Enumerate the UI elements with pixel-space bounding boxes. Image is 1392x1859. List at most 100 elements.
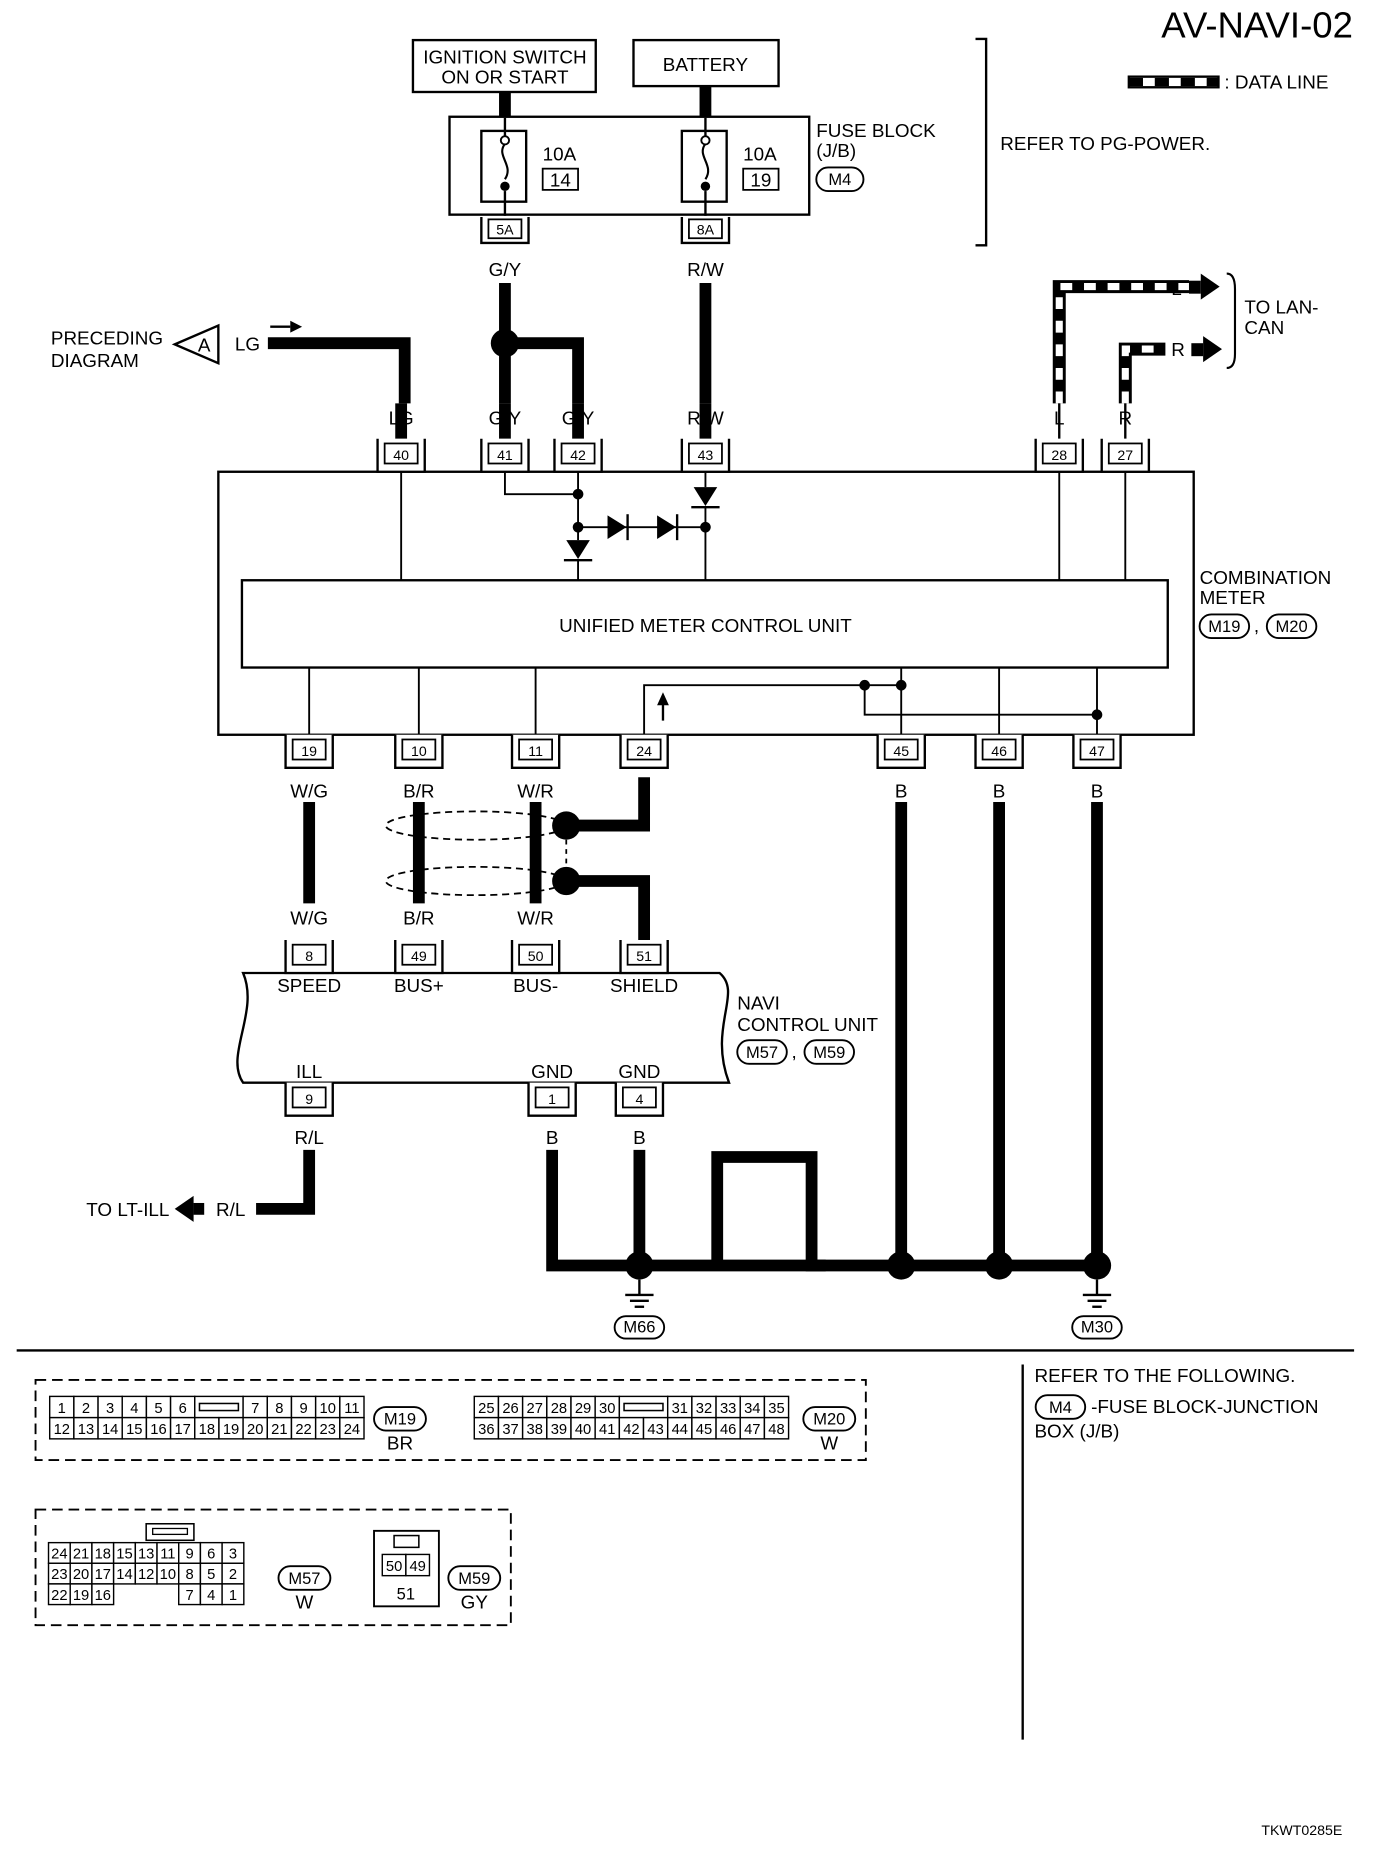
fuse-block-label: FUSE BLOCK (816, 120, 936, 141)
conn-m57-cell-6: 6 (207, 1547, 215, 1563)
navi-conn-2: M59 (813, 1044, 845, 1062)
ground-symbol-m66 (625, 1279, 654, 1308)
meter-pin-47: 47B (1072, 734, 1122, 801)
navi-pin-49-label: BUS+ (394, 975, 444, 996)
conn-m57-cell-3: 3 (229, 1547, 237, 1563)
meter-pin-27-wire-color: R (1118, 408, 1132, 429)
conn-m19-cell-2: 2 (82, 1401, 90, 1417)
navi-pin-49-number: 49 (411, 948, 427, 964)
conn-m19-cell-23: 23 (320, 1422, 336, 1438)
meter-pin-10: 10B/R (394, 734, 444, 801)
middle-wires (303, 777, 1103, 1265)
ground-m66-oval (613, 1315, 666, 1340)
connector-group-m19-m20 (34, 1378, 867, 1462)
conn-m57-cell-20: 20 (73, 1567, 89, 1583)
conn-m20-cell-31: 31 (672, 1401, 688, 1417)
connector-m59-name: M59 (458, 1570, 490, 1588)
data-line-legend-swatch (1127, 75, 1220, 89)
conn-m19-cell-4: 4 (130, 1401, 138, 1417)
to-lt-ill-label: TO LT-ILL (86, 1199, 169, 1220)
gy-splice (490, 329, 520, 358)
navi-pin-51-number: 51 (636, 948, 652, 964)
battery-label: BATTERY (663, 54, 749, 75)
meter-conn-oval-1 (1198, 613, 1251, 639)
conn-m19-cell-10: 10 (320, 1401, 336, 1417)
meter-pin-40-number: 40 (393, 447, 409, 463)
conn-m20-cell-33: 33 (720, 1401, 736, 1417)
terminal-5a-label: 5A (496, 222, 514, 238)
navi-control-unit-label2: CONTROL UNIT (737, 1014, 878, 1035)
meter-pin-28-number: 28 (1051, 447, 1067, 463)
navi-pin-49-wire-color: B/R (403, 908, 434, 929)
meter-pin-27: 27R (1100, 408, 1151, 473)
wire-label-gy-upper: G/Y (489, 259, 522, 280)
conn-m20-cell-28: 28 (551, 1401, 567, 1417)
lan-bracket (1226, 272, 1237, 370)
navi-pin-1-number: 1 (548, 1091, 556, 1107)
refer-m4-desc: -FUSE BLOCK-JUNCTION (1091, 1396, 1318, 1417)
navi-pin-8-wire-color: W/G (290, 908, 328, 929)
navi-pin-50-label: BUS- (513, 975, 558, 996)
navi-pin-1-label: GND (531, 1061, 573, 1082)
conn-m57-cell-19: 19 (73, 1588, 89, 1604)
conn-m19-cell-11: 11 (344, 1401, 359, 1417)
meter-pin-47-wire-color: B (1091, 780, 1104, 801)
fuse-14 (480, 117, 528, 216)
navi-pin-4-wire-color: B (633, 1127, 646, 1148)
connector-m59-color: GY (461, 1592, 489, 1613)
combination-meter-label2: METER (1200, 587, 1266, 608)
meter-pin-43-wire-color: R/W (687, 408, 724, 429)
unified-meter-control-unit-label: UNIFIED METER CONTROL UNIT (559, 615, 852, 636)
meter-pin-42-wire-color: G/Y (562, 408, 595, 429)
wire-b-gnd4-label: B (633, 1206, 646, 1227)
unified-meter-control-unit-box (240, 579, 1169, 669)
to-lan-can-label: TO LAN- (1244, 297, 1318, 318)
conn-m57-cell-14: 14 (116, 1567, 132, 1583)
lan-r-arrow-icon (1191, 336, 1223, 363)
conn-m20-cell-44: 44 (672, 1422, 688, 1438)
refer-following-title: REFER TO THE FOLLOWING. (1034, 1365, 1295, 1386)
meter-pin-19-wire-color: W/G (290, 780, 328, 801)
navi-pin-51-label: SHIELD (610, 975, 678, 996)
page-code: AV-NAVI-02 (1161, 5, 1353, 46)
wire-b-jumper-left-label: B (711, 1206, 724, 1227)
conn-m20-cell-40: 40 (575, 1422, 591, 1438)
fuse-19-amp: 10A (743, 143, 777, 164)
conn-m57-cell-9: 9 (185, 1547, 193, 1563)
meter-pin-47-number: 47 (1089, 743, 1105, 759)
upper-wires (267, 283, 712, 404)
navi-pin-4: 4B (614, 1082, 665, 1148)
navi-pin-9-number: 9 (305, 1091, 313, 1107)
conn-m20-cell-35: 35 (768, 1401, 784, 1417)
connector-m19-color: BR (387, 1432, 413, 1453)
navi-pin-1: 1B (527, 1082, 577, 1148)
meter-pin-10-number: 10 (411, 743, 427, 759)
conn-m20-cell-46: 46 (720, 1422, 736, 1438)
navi-pin-9-label: ILL (296, 1061, 322, 1082)
conn-m20-cell-42: 42 (623, 1422, 639, 1438)
meter-pin-43: 43R/W (680, 408, 731, 473)
conn-m57-cell-22: 22 (51, 1588, 67, 1604)
refer-m4-oval (1034, 1394, 1087, 1420)
conn-m59-cell-51: 51 (397, 1585, 415, 1603)
meter-pin-40-wire-color: LG (389, 408, 414, 429)
connector-m57-color: W (296, 1592, 314, 1613)
conn-m20-cell-47: 47 (744, 1422, 760, 1438)
conn-m20-cell-37: 37 (502, 1422, 518, 1438)
conn-m20-cell-32: 32 (696, 1401, 712, 1417)
conn-m19-cell-8: 8 (275, 1401, 283, 1417)
conn-m57-cell-7: 7 (185, 1588, 193, 1604)
fuse-14-amp: 10A (543, 143, 577, 164)
ground-splices (625, 1251, 1112, 1280)
lt-ill-wire-label: R/L (216, 1199, 245, 1220)
conn-m57-cell-13: 13 (138, 1547, 154, 1563)
connector-m20-name: M20 (813, 1411, 845, 1429)
meter-pin-28: 28L (1034, 408, 1085, 473)
ground-symbol-m30 (1082, 1279, 1112, 1308)
meter-pin-45: 45B (876, 734, 926, 801)
ground-m30-oval (1071, 1315, 1123, 1340)
